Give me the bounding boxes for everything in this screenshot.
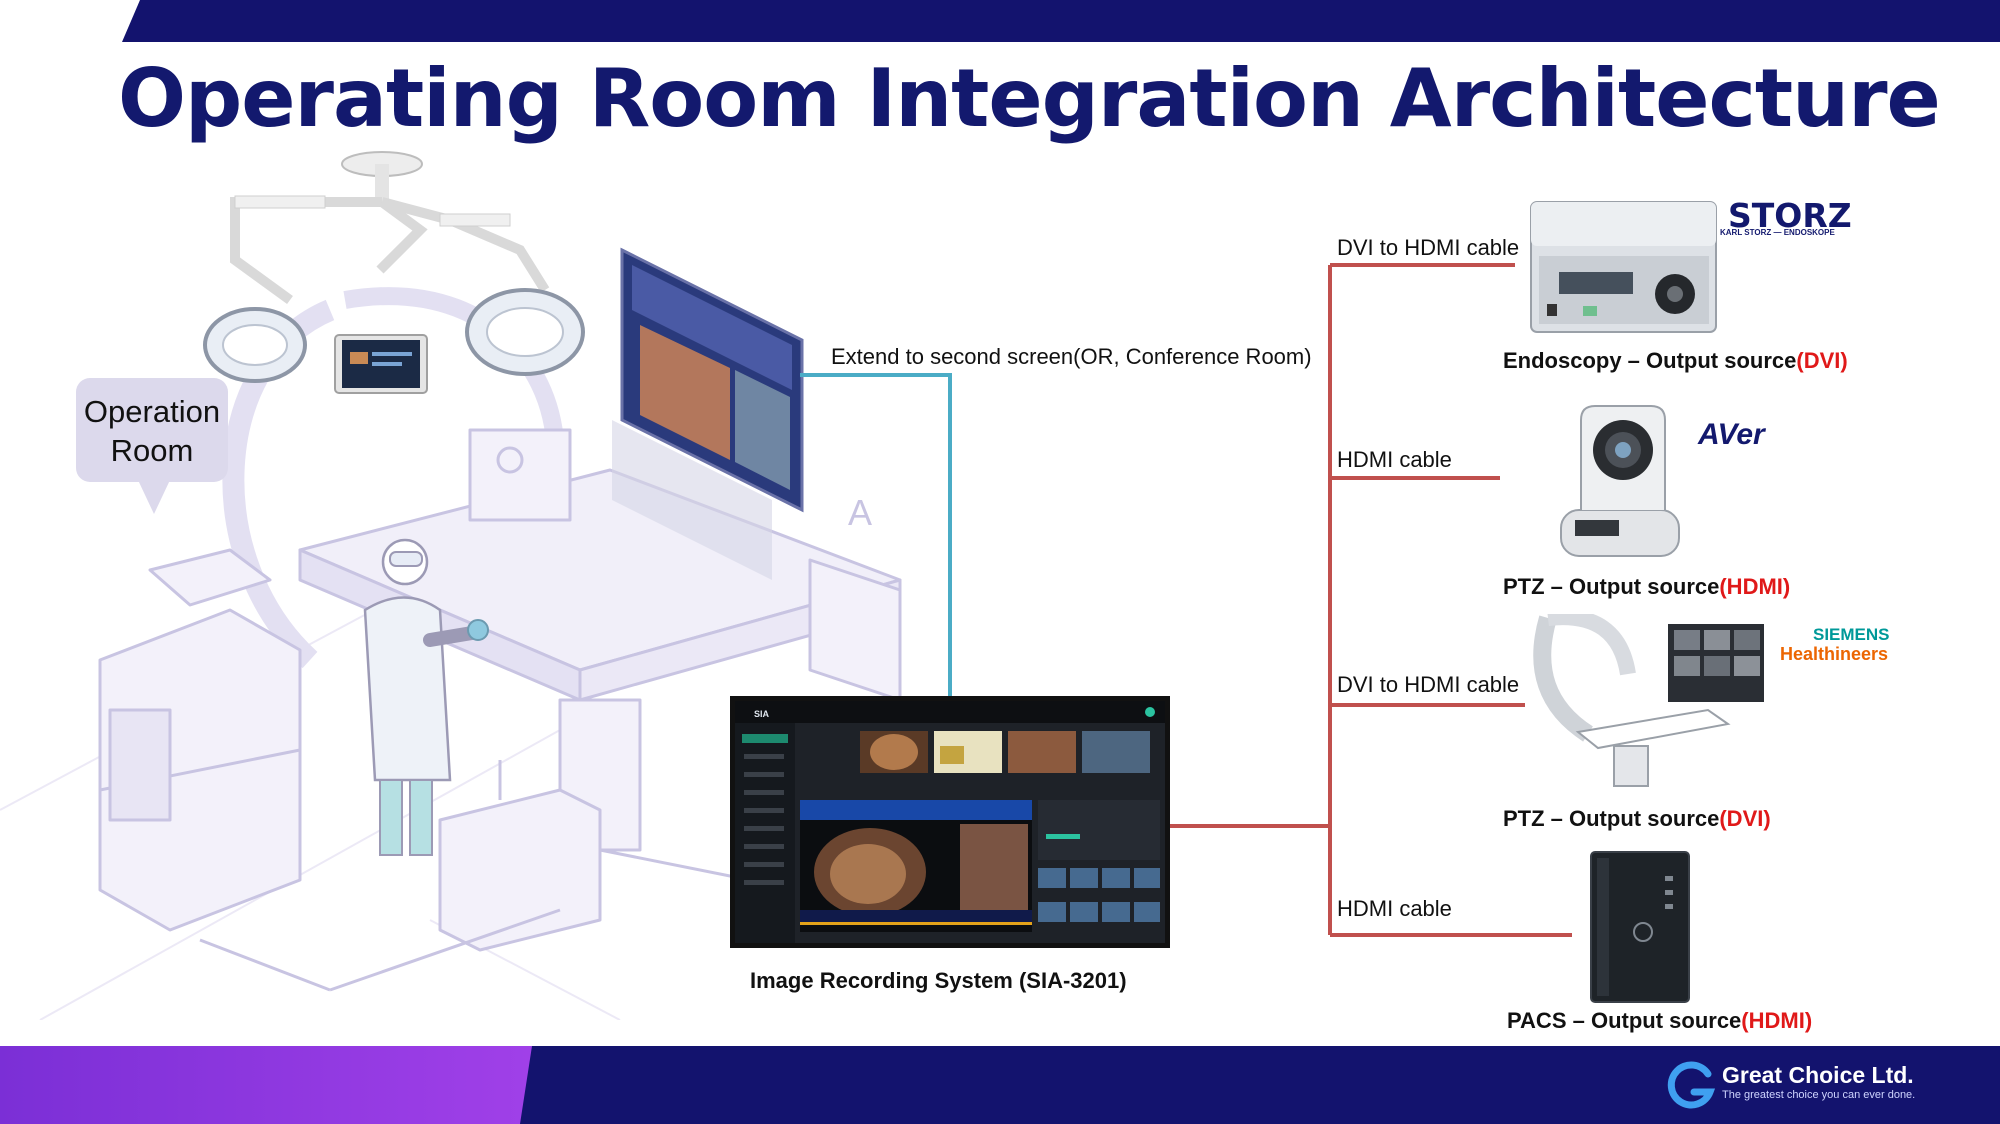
touch-panel-monitor <box>334 334 428 394</box>
operation-room-label: Operation Room <box>83 394 221 468</box>
c-arm-system-icon <box>1533 614 1764 787</box>
image-recording-system-screen: SIA <box>730 696 1170 948</box>
cable-label-ptz-dvi: DVI to HDMI cable <box>1337 672 1520 697</box>
aver-logo: AVer <box>1698 418 1765 451</box>
pc-tower-icon <box>1590 851 1690 1003</box>
svg-text:SIA: SIA <box>754 709 770 719</box>
cable-label-pacs: HDMI cable <box>1337 896 1452 921</box>
cable-label-endoscopy: DVI to HDMI cable <box>1337 235 1520 260</box>
page-title: Operating Room Integration Architecture <box>118 52 1941 145</box>
great-choice-logo-icon <box>1667 1061 1716 1109</box>
storz-logo-sub: KARL STORZ — ENDOSKOPE <box>1720 228 1835 237</box>
footer-band <box>0 1046 2000 1124</box>
device-label-ptz-hdmi: PTZ – Output source(HDMI) <box>1503 574 1791 599</box>
device-label-pacs: PACS – Output source(HDMI) <box>1507 1008 1813 1033</box>
device-label-endoscopy: Endoscopy – Output source(DVI) <box>1503 348 1848 373</box>
endoscopy-unit-icon <box>1530 201 1717 333</box>
brand-name: Great Choice Ltd. <box>1722 1062 1914 1088</box>
extend-second-screen-label: Extend to second screen(OR, Conference R… <box>831 344 1312 369</box>
second-screen-cable <box>800 373 952 700</box>
brand-tagline: The greatest choice you can ever done. <box>1722 1089 1916 1101</box>
siemens-logo-sub: Healthineers <box>1780 644 1889 664</box>
ptz-camera-icon <box>1560 405 1680 557</box>
surgeon-figure <box>363 538 489 856</box>
wall-display-screen <box>612 247 804 580</box>
top-banner <box>122 0 2000 42</box>
operating-room-illustration: A <box>0 151 960 1020</box>
device-label-ptz-dvi: PTZ – Output source(DVI) <box>1503 806 1771 831</box>
operation-room-bubble <box>76 378 228 482</box>
storz-logo: STORZ <box>1728 196 1852 235</box>
image-recording-system-label: Image Recording System (SIA-3201) <box>750 968 1127 993</box>
siemens-logo: SIEMENS <box>1813 625 1890 644</box>
operation-room-bubble-tail <box>138 480 170 514</box>
cable-label-ptz-hdmi: HDMI cable <box>1337 447 1452 472</box>
surgical-lights <box>203 151 585 383</box>
room-sign-a: A <box>848 492 872 533</box>
